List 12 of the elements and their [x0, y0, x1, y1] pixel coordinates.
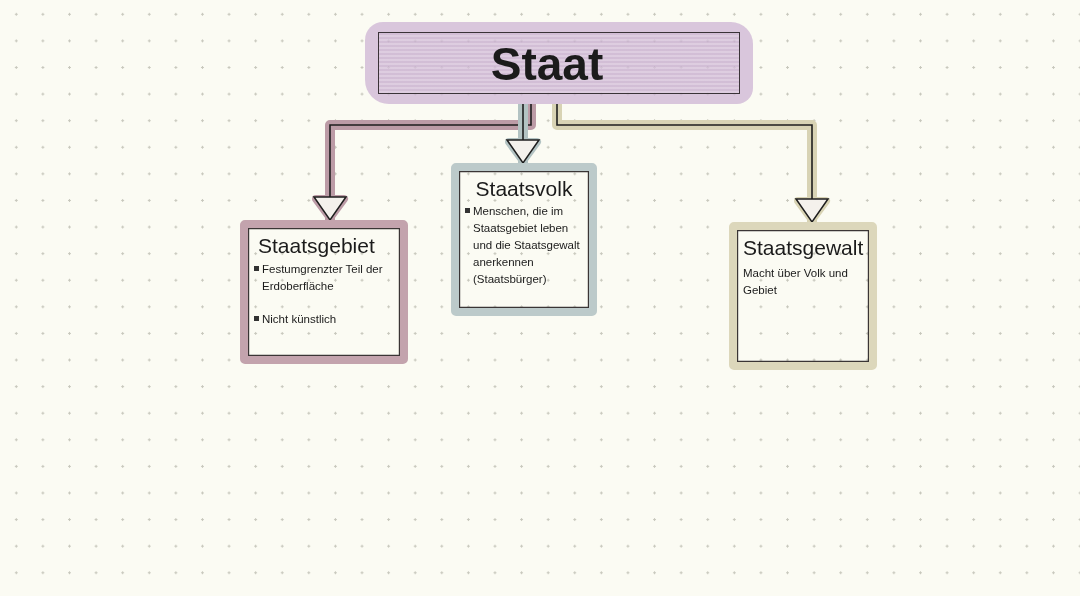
topic-box: [451, 163, 597, 316]
title-box: [365, 22, 753, 104]
description-text: Nicht künstlich: [262, 312, 338, 327]
box-heading: Staatsvolk: [474, 176, 574, 202]
description-text: Menschen, die im Staatsgebiet leben und die Staatsgewalt anerkennen (Staatsbürger): [473, 204, 581, 287]
topic-box: [240, 220, 408, 364]
box-heading: Staatsgewalt: [743, 235, 863, 261]
description-text: Macht über Volk und Gebiet: [743, 266, 849, 298]
description-text: Festumgrenzter Teil der Erdoberfläche: [262, 262, 384, 294]
box-heading: Staatsgebiet: [257, 233, 376, 259]
topic-box: [729, 222, 877, 370]
title-text: Staat: [490, 37, 604, 92]
